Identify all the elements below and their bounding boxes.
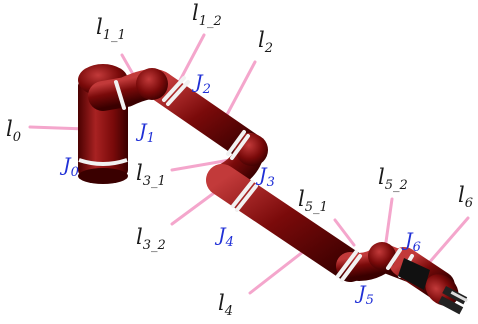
leader-l0	[28, 125, 88, 131]
label-J3: J3	[255, 164, 275, 190]
label-l5-1: l5_1	[298, 187, 328, 215]
label-l6: l6	[458, 183, 473, 211]
leader-l1-2	[175, 33, 206, 88]
leader-l1-1	[120, 53, 136, 78]
leader-l4	[248, 249, 306, 295]
label-l3-2: l3_2	[136, 225, 166, 253]
ring-j5b	[340, 254, 362, 282]
label-l3-1: l3_1	[136, 161, 166, 189]
ring-j4b	[235, 184, 258, 212]
label-J4: J4	[214, 224, 234, 250]
label-l1-2: l1_2	[192, 1, 222, 29]
ring-j3a	[226, 130, 246, 156]
leader-l3-1	[170, 158, 232, 172]
robot-arm	[78, 64, 468, 315]
label-l4: l4	[218, 291, 233, 319]
ring-j2b	[166, 80, 190, 106]
label-J2: J2	[191, 71, 211, 97]
joint-labels: J0 J1 J2 J3 J4 J5 J6	[59, 71, 421, 308]
gripper	[398, 258, 468, 315]
label-l1-1: l1_1	[96, 15, 126, 43]
joint-1-cap	[136, 68, 168, 100]
label-l2: l2	[258, 28, 273, 56]
ring-j5a	[336, 250, 358, 278]
wrist-end-cap	[425, 274, 459, 306]
leader-l2	[220, 60, 257, 126]
label-J5: J5	[354, 282, 374, 308]
leader-l6	[426, 216, 470, 266]
label-l0: l0	[6, 117, 21, 145]
leader-l3-2	[170, 188, 220, 226]
leader-l5-2	[384, 197, 394, 244]
ring-j6a	[386, 248, 402, 270]
label-l5-2: l5_2	[378, 165, 408, 193]
leader-l5-1	[333, 218, 356, 247]
ring-j3b	[230, 134, 250, 160]
label-J1: J1	[135, 120, 155, 146]
label-J6: J6	[401, 229, 421, 255]
link-labels: l0 l1_1 l1_2 l2 l3_1 l3_2 l4 l5_1 l5_2 l…	[6, 1, 473, 319]
ring-j2a	[162, 76, 186, 102]
ring-j1	[114, 80, 126, 110]
ring-j4a	[231, 180, 254, 208]
leader-lines	[28, 33, 470, 295]
base-ring	[78, 158, 128, 166]
label-J0: J0	[59, 154, 79, 180]
